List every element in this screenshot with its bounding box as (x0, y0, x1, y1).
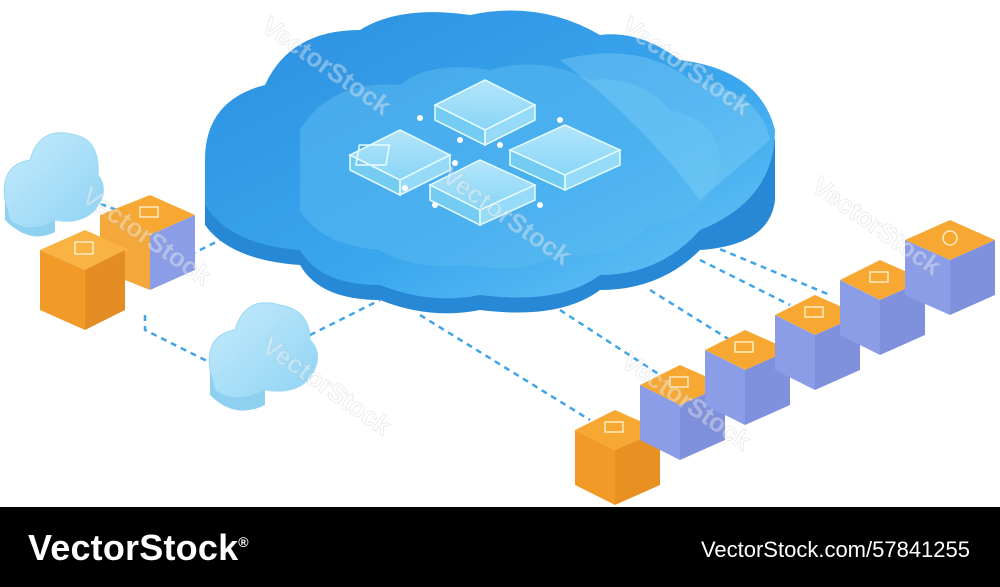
brand-name: VectorStock (28, 527, 239, 568)
block-icon (40, 195, 995, 505)
illustration: VectorStock VectorStock VectorStock Vect… (3, 10, 995, 505)
server-chip-icon (348, 79, 622, 227)
footer-bar: VectorStock® VectorStock.com/57841255 (0, 507, 1000, 587)
connector-lines (89, 198, 831, 422)
image-id-text: VectorStock.com/57841255 (700, 537, 970, 562)
brand-logo[interactable]: VectorStock® (28, 527, 249, 569)
registered-mark: ® (238, 534, 249, 550)
cloud-icon (3, 132, 104, 237)
cloud-icon (208, 302, 318, 411)
